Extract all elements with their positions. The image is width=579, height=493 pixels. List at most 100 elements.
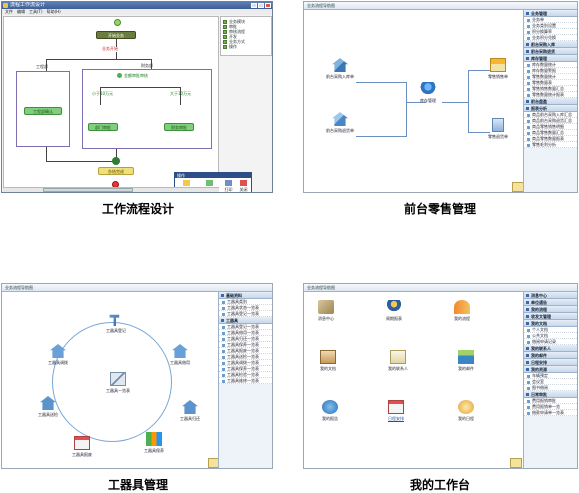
sidebar-item[interactable]: 工器具保养一览表	[219, 366, 272, 372]
node-contacts[interactable]: 我的联系人	[388, 350, 408, 372]
sidebar-item[interactable]: 工器具报废一览表	[219, 348, 272, 354]
sidebar-section-header[interactable]: 业务管理	[524, 10, 577, 17]
sidebar-item[interactable]: 积分换算率	[524, 29, 577, 35]
tree-item[interactable]: 审批	[223, 24, 269, 29]
sidebar-section-header[interactable]: 我的资源	[524, 366, 577, 373]
maximize-button[interactable]	[258, 3, 264, 8]
sidebar-item[interactable]: 业务单	[524, 17, 577, 23]
sidebar-section-header[interactable]: 我的联系人	[524, 345, 577, 352]
node-tool-return[interactable]: 工器具归还	[180, 400, 200, 422]
sidebar-item[interactable]: 借款申请单一览表	[524, 410, 577, 416]
sidebar-item[interactable]: 商品零售数量报表	[524, 136, 577, 142]
sidebar-item[interactable]: 工器具归还一览表	[219, 336, 272, 342]
sidebar-item[interactable]: 商品前台采购退货汇总	[524, 118, 577, 124]
tree-item[interactable]: 审核流程	[223, 29, 269, 34]
sidebar-section-header[interactable]: 收发文管理	[524, 313, 577, 320]
node-schedule[interactable]: 日程安排	[388, 400, 404, 422]
sidebar-section-header[interactable]: 前台采购入库	[524, 41, 577, 48]
tree-item[interactable]: 操作	[223, 44, 269, 49]
sidebar-section-header[interactable]: 我的流程	[524, 306, 577, 313]
sidebar-item[interactable]: 业务类别设置	[524, 23, 577, 29]
sidebar-item[interactable]: 工器具检验一览表	[219, 372, 272, 378]
sidebar-section-header[interactable]: 前台盘盈	[524, 98, 577, 105]
sidebar-item[interactable]: 费用报销单一览	[524, 404, 577, 410]
menu-help[interactable]: 帮助(H)	[46, 9, 61, 14]
minimize-button[interactable]	[251, 3, 257, 8]
node-eng-confirm[interactable]: 工程部确认	[24, 107, 62, 115]
node-my-docs[interactable]: 我的文档	[320, 350, 336, 372]
close-button[interactable]	[265, 3, 271, 8]
node-my-flow[interactable]: 我的流程	[454, 300, 470, 322]
sidebar-item[interactable]: 工器具维修一览表	[219, 378, 272, 384]
sidebar-item[interactable]: 会议室	[524, 379, 577, 385]
sidebar-section-header[interactable]: 单位通告	[524, 299, 577, 306]
start-icon[interactable]	[114, 19, 121, 26]
node-retail-sale[interactable]: 零售销售单	[488, 58, 508, 80]
node-purchase-in[interactable]: 前台采购入库单	[326, 58, 354, 80]
sidebar-item[interactable]: 工器具登记一览表	[219, 324, 272, 330]
node-tool-scrap[interactable]: 工器具报废	[72, 436, 92, 458]
sidebar-item[interactable]: 工器具调拨一览表	[219, 360, 272, 366]
sidebar-item[interactable]: 工器具登记一览表	[219, 311, 272, 317]
sidebar-item[interactable]: 库存数量统计	[524, 62, 577, 68]
node-retail-return[interactable]: 零售退货单	[488, 118, 508, 140]
sidebar-item[interactable]: 费用报销审批	[524, 398, 577, 404]
tree-item[interactable]: 开发	[223, 34, 269, 39]
node-tool-register[interactable]: 工器具登记	[106, 312, 126, 334]
horizontal-scrollbar[interactable]	[3, 187, 219, 192]
sidebar-section-header[interactable]: 日程安排	[524, 359, 577, 366]
sidebar-section-header[interactable]: 基础资料	[219, 292, 272, 299]
menu-tools[interactable]: 工具(T)	[29, 9, 43, 14]
node-finance-approve[interactable]: 财务审批	[164, 123, 194, 131]
node-tool-borrow[interactable]: 工器具借用	[170, 344, 190, 366]
home-button[interactable]	[510, 458, 522, 468]
node-tool-transfer[interactable]: 工器具调拨	[48, 344, 68, 366]
sidebar-item[interactable]: 工器具借用一览表	[219, 330, 272, 336]
sidebar-item[interactable]: 个人文档	[524, 327, 577, 333]
sidebar-section-header[interactable]: 我的文档	[524, 320, 577, 327]
sidebar-section-header[interactable]: 库存管理	[524, 55, 577, 62]
node-my-calendar[interactable]: 我的日程	[458, 400, 474, 422]
sidebar-item[interactable]: 工器具类别	[219, 299, 272, 305]
sidebar-item[interactable]: 业务积分兑换	[524, 35, 577, 41]
sidebar-item[interactable]: 工器具保养一览表	[219, 342, 272, 348]
sidebar-item[interactable]: 借阅申请记录	[524, 339, 577, 345]
tree-item[interactable]: 业务方式	[223, 39, 269, 44]
node-inventory[interactable]: 库存管理	[420, 82, 436, 104]
sidebar-item[interactable]: 商品零售数量汇总	[524, 130, 577, 136]
sidebar-item[interactable]: 工器具状态一览表	[219, 305, 272, 311]
sidebar-section-header[interactable]: 我的邮件	[524, 352, 577, 359]
node-tool-inspect[interactable]: 工器具送检	[38, 396, 58, 418]
sidebar-item[interactable]: 零售销售数量汇总	[524, 86, 577, 92]
print-button[interactable]: 打印	[225, 180, 233, 192]
tree-item[interactable]: 业务模块	[223, 19, 269, 24]
sidebar-item[interactable]: 商品前台采购入库汇总	[524, 112, 577, 118]
sidebar-item[interactable]: 车辆预定	[524, 373, 577, 379]
sidebar-item[interactable]: 库存数量警报	[524, 68, 577, 74]
sidebar-section-header[interactable]: 工器具	[219, 317, 272, 324]
workflow-canvas[interactable]: 开始业务 业务开始 工程部 财务部 工程部确认 金额审批审核 小于10万元 大于…	[3, 16, 252, 192]
node-end[interactable]: 办结完成	[98, 167, 134, 175]
node-start[interactable]: 开始业务	[96, 31, 136, 39]
sidebar-section-header[interactable]: 消息中心	[524, 292, 577, 299]
menu-file[interactable]: 文件	[5, 9, 13, 14]
node-purchase-return[interactable]: 前台采购退货单	[326, 112, 354, 134]
sidebar-item[interactable]: 零售数量统计报表	[524, 92, 577, 98]
sidebar-section-header[interactable]: 报表分析	[524, 105, 577, 112]
sidebar-section-header[interactable]: 日常审批	[524, 391, 577, 398]
sidebar-item[interactable]: 零售毛利分析	[524, 142, 577, 148]
sidebar-item[interactable]: 零售数量表	[524, 80, 577, 86]
sidebar-item[interactable]: 工器具送检一览表	[219, 354, 272, 360]
sidebar-section-header[interactable]: 前台采购退货	[524, 48, 577, 55]
sidebar-item[interactable]: 公共文档	[524, 333, 577, 339]
node-my-report[interactable]: 我的报告	[322, 400, 338, 422]
sidebar-item[interactable]: 零售数量统计	[524, 74, 577, 80]
node-report[interactable]: 周期报表	[386, 300, 402, 322]
node-message-center[interactable]: 消息中心	[318, 300, 334, 322]
node-dept-approve[interactable]: 部门审批	[88, 123, 118, 131]
node-tool-maintain[interactable]: 工器具保养	[144, 432, 164, 454]
node-my-mail[interactable]: 我的邮件	[458, 350, 474, 372]
node-tool-list[interactable]: 工器具一览表	[106, 372, 130, 394]
menu-edit[interactable]: 编辑	[17, 9, 25, 14]
close-panel-button[interactable]: 关闭	[240, 180, 248, 192]
